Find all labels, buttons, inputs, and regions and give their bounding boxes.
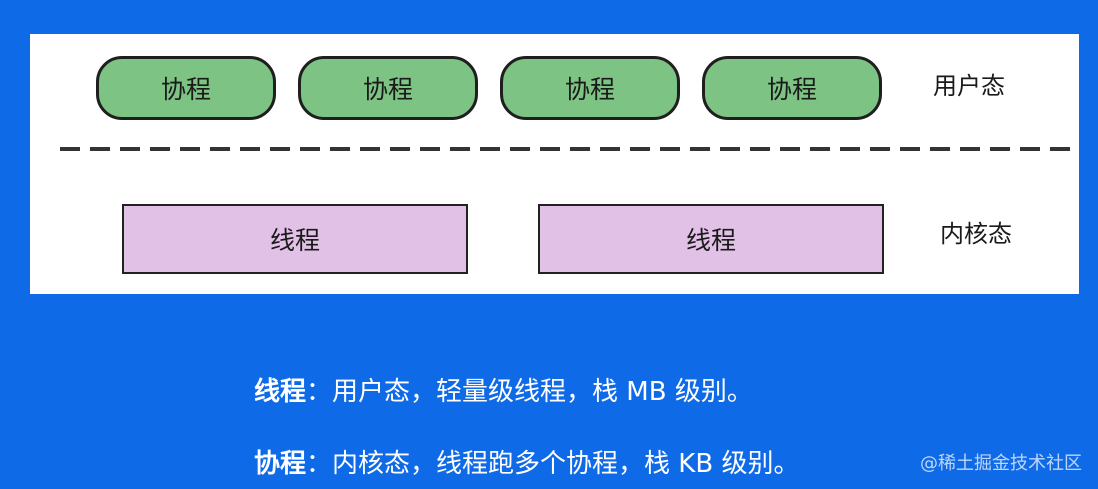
user-space-label: 用户态 <box>933 72 1005 100</box>
coroutine-box: 协程 <box>298 56 478 120</box>
caption-separator: ： <box>306 449 333 479</box>
coroutine-caption: 协程：内核态，线程跑多个协程，栈 KB 级别。 <box>254 443 799 480</box>
user-kernel-divider <box>60 147 1070 151</box>
watermark: @稀土掘金技术社区 <box>920 453 1082 474</box>
caption-term: 协程 <box>254 449 307 479</box>
coroutine-box: 协程 <box>96 56 276 120</box>
diagram-panel: 协程 协程 协程 协程 用户态 线程 线程 内核态 <box>30 34 1079 294</box>
caption-separator: ： <box>306 377 333 407</box>
coroutine-box: 协程 <box>702 56 882 120</box>
thread-box: 线程 <box>122 204 468 274</box>
caption-text: 用户态，轻量级线程，栈 MB 级别。 <box>332 377 753 407</box>
coroutine-box: 协程 <box>500 56 680 120</box>
thread-caption: 线程：用户态，轻量级线程，栈 MB 级别。 <box>254 371 753 408</box>
thread-box: 线程 <box>538 204 884 274</box>
caption-term: 线程 <box>254 377 307 407</box>
caption-text: 内核态，线程跑多个协程，栈 KB 级别。 <box>332 449 800 479</box>
kernel-space-label: 内核态 <box>940 220 1012 248</box>
